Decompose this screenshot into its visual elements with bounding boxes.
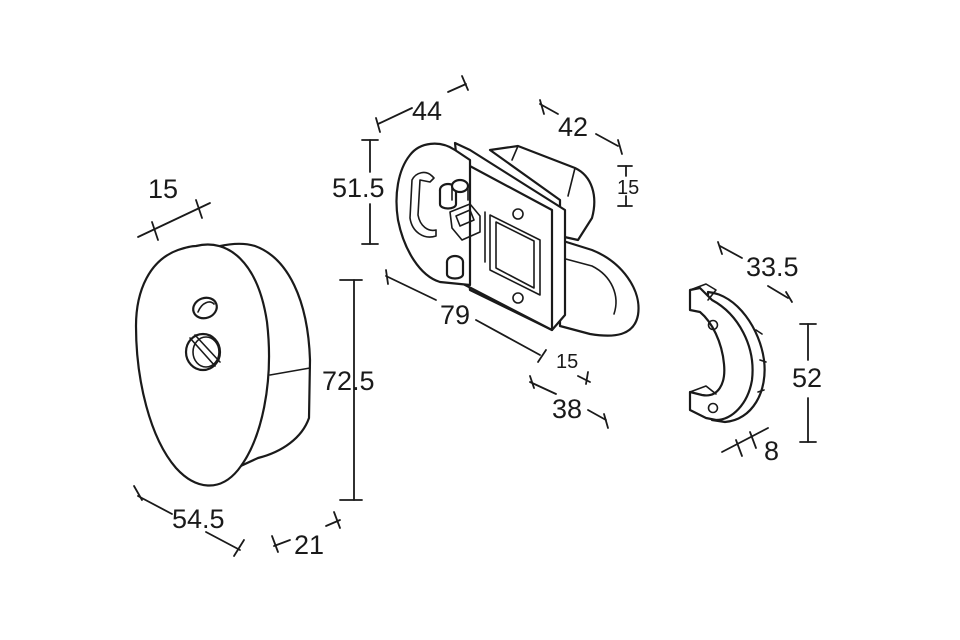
dimension-lines bbox=[133, 75, 817, 557]
dim-rosette-height: 72.5 bbox=[322, 366, 375, 396]
dim-latch-bolt-offset: 15 bbox=[556, 351, 578, 373]
dim-keeper-width: 33.5 bbox=[746, 252, 799, 282]
dim-keeper-depth: 8 bbox=[764, 436, 779, 466]
dim-latch-length: 79 bbox=[440, 300, 470, 330]
dim-rosette-slot-width: 15 bbox=[148, 174, 178, 204]
latch-body-part bbox=[395, 141, 640, 337]
dim-latch-bolt-width: 15 bbox=[617, 177, 639, 199]
dimension-labels: 15 72.5 54.5 21 44 51.5 79 15 42 15 38 3… bbox=[148, 96, 822, 560]
rosette-part bbox=[134, 242, 312, 487]
dim-latch-plate-height: 51.5 bbox=[332, 173, 385, 203]
dim-latch-backset: 42 bbox=[558, 112, 588, 142]
keeper-part bbox=[688, 283, 767, 424]
dim-rosette-depth: 21 bbox=[294, 530, 324, 560]
dim-rosette-width: 54.5 bbox=[172, 504, 225, 534]
dim-latch-plate-width: 44 bbox=[412, 96, 442, 126]
dim-latch-case-depth: 38 bbox=[552, 394, 582, 424]
dim-keeper-height: 52 bbox=[792, 363, 822, 393]
